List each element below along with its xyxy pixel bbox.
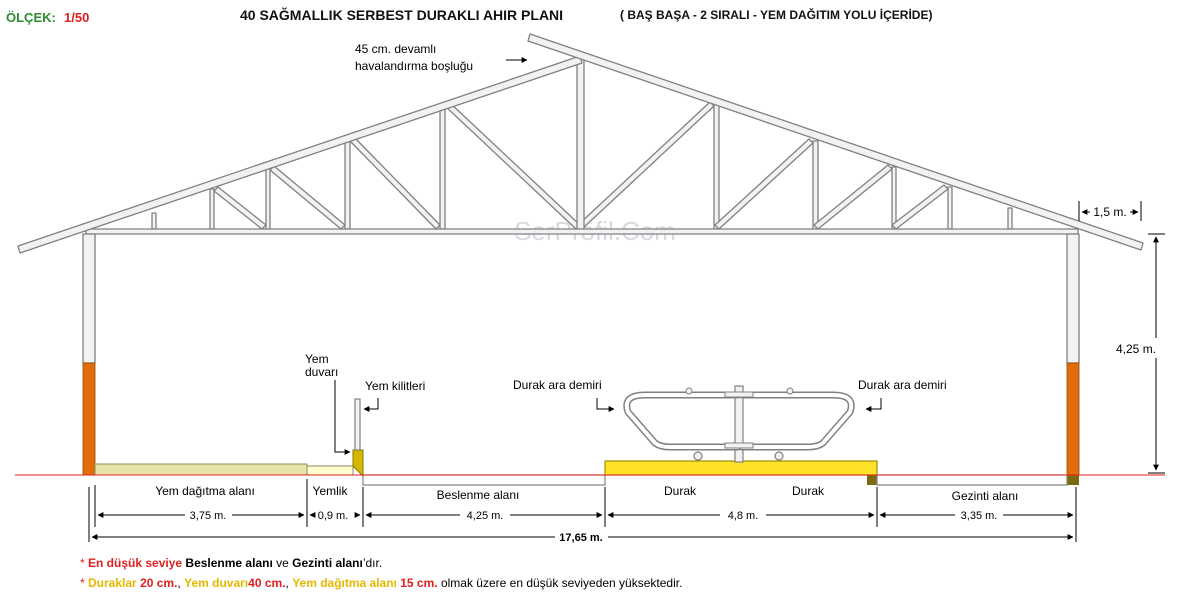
left-rafter [17, 55, 583, 254]
area-label-feeding-area: Beslenme alanı [437, 488, 520, 502]
note2-part-e: 40 cm. [248, 576, 286, 590]
note-lowest-level: * En düşük seviye Beslenme alanı ve Gezi… [80, 556, 382, 570]
feed-locks-label: Yem kilitleri [365, 379, 425, 393]
feeding-alley-slab [94, 463, 308, 476]
trough [306, 465, 354, 476]
king-post [576, 57, 585, 230]
note1-part-d: Gezinti alanı [292, 556, 363, 570]
scale-label: ÖLÇEK: [6, 10, 56, 25]
left-wall-lower [82, 362, 96, 476]
dimension-walking-area: 3,35 m. [961, 510, 998, 522]
note-bullet: * [80, 556, 85, 570]
left-wall [82, 233, 96, 364]
dimension-total: 17,65 m. [559, 532, 602, 544]
area-label-stall-left: Durak [664, 484, 697, 498]
note2-part-g: Yem dağıtma alanı [292, 576, 397, 590]
feeding-area-floor [362, 474, 606, 486]
note1-part-b: Beslenme alanı [185, 556, 273, 570]
note2-part-c: , [177, 576, 181, 590]
dimension-feeding-alley: 3,75 m. [190, 510, 227, 522]
note2-part-d: Yem duvarı [184, 576, 249, 590]
page-subtitle: ( BAŞ BAŞA - 2 SIRALI - YEM DAĞITIM YOLU… [620, 8, 933, 22]
right-wall-lower [1066, 362, 1080, 476]
feed-lock-post [354, 398, 361, 451]
right-rafter [527, 33, 1144, 251]
bottom-chord [85, 228, 1079, 235]
note-bullet: * [80, 576, 85, 590]
stall-bar-left-label: Durak ara demiri [513, 378, 602, 392]
feed-wall-arrow [334, 380, 351, 455]
roof-truss [17, 33, 1144, 364]
dimension-feeding-area: 4,25 m. [467, 510, 504, 522]
walking-area-floor [876, 474, 1068, 486]
stall-bar-right-arrow [865, 398, 882, 412]
area-label-feeding-alley: Yem dağıtma alanı [155, 484, 255, 498]
note2-part-a: Duraklar [88, 576, 137, 590]
feed-wall-label-line2: duvarı [305, 365, 338, 379]
feed-locks-arrow [363, 398, 379, 412]
truss-webs [151, 101, 1013, 230]
height-dimension: 4,25 m. [1116, 342, 1156, 356]
area-label-stall-right: Durak [792, 484, 825, 498]
note2-part-f: , [285, 576, 289, 590]
stall-bar-right-label: Durak ara demiri [858, 378, 947, 392]
note1-part-e: ’dır. [362, 556, 383, 570]
note-heights: * Duraklar 20 cm., Yem duvarı40 cm., Yem… [80, 576, 682, 590]
note2-part-b: 20 cm. [140, 576, 178, 590]
scale-value: 1/50 [64, 10, 90, 25]
floor-profile [94, 398, 1068, 486]
dimension-trough: 0,9 m. [318, 510, 349, 522]
vent-label-line1: 45 cm. devamlı [355, 42, 436, 56]
area-label-walking-area: Gezinti alanı [952, 489, 1019, 503]
vent-label-line2: havalandırma boşluğu [355, 59, 473, 73]
feed-wall-label-line1: Yem [305, 352, 329, 366]
stall-bar-left-arrow [596, 398, 615, 412]
area-label-trough: Yemlik [313, 484, 349, 498]
note2-part-i: olmak üzere en düşük seviyeden yüksekted… [440, 576, 683, 590]
dimension-stalls: 4,8 m. [728, 510, 759, 522]
feed-wall [352, 449, 364, 478]
note1-part-a: En düşük seviye [88, 556, 183, 570]
page-title: 40 SAĞMALLIK SERBEST DURAKLI AHIR PLANI [240, 7, 564, 23]
stall-divider [623, 385, 855, 463]
stall-platform [604, 460, 878, 476]
note2-part-h: 15 cm. [400, 576, 438, 590]
overhang-dimension: 1,5 m. [1093, 205, 1126, 219]
right-wall [1066, 233, 1080, 364]
note1-part-c: ve [276, 556, 289, 570]
